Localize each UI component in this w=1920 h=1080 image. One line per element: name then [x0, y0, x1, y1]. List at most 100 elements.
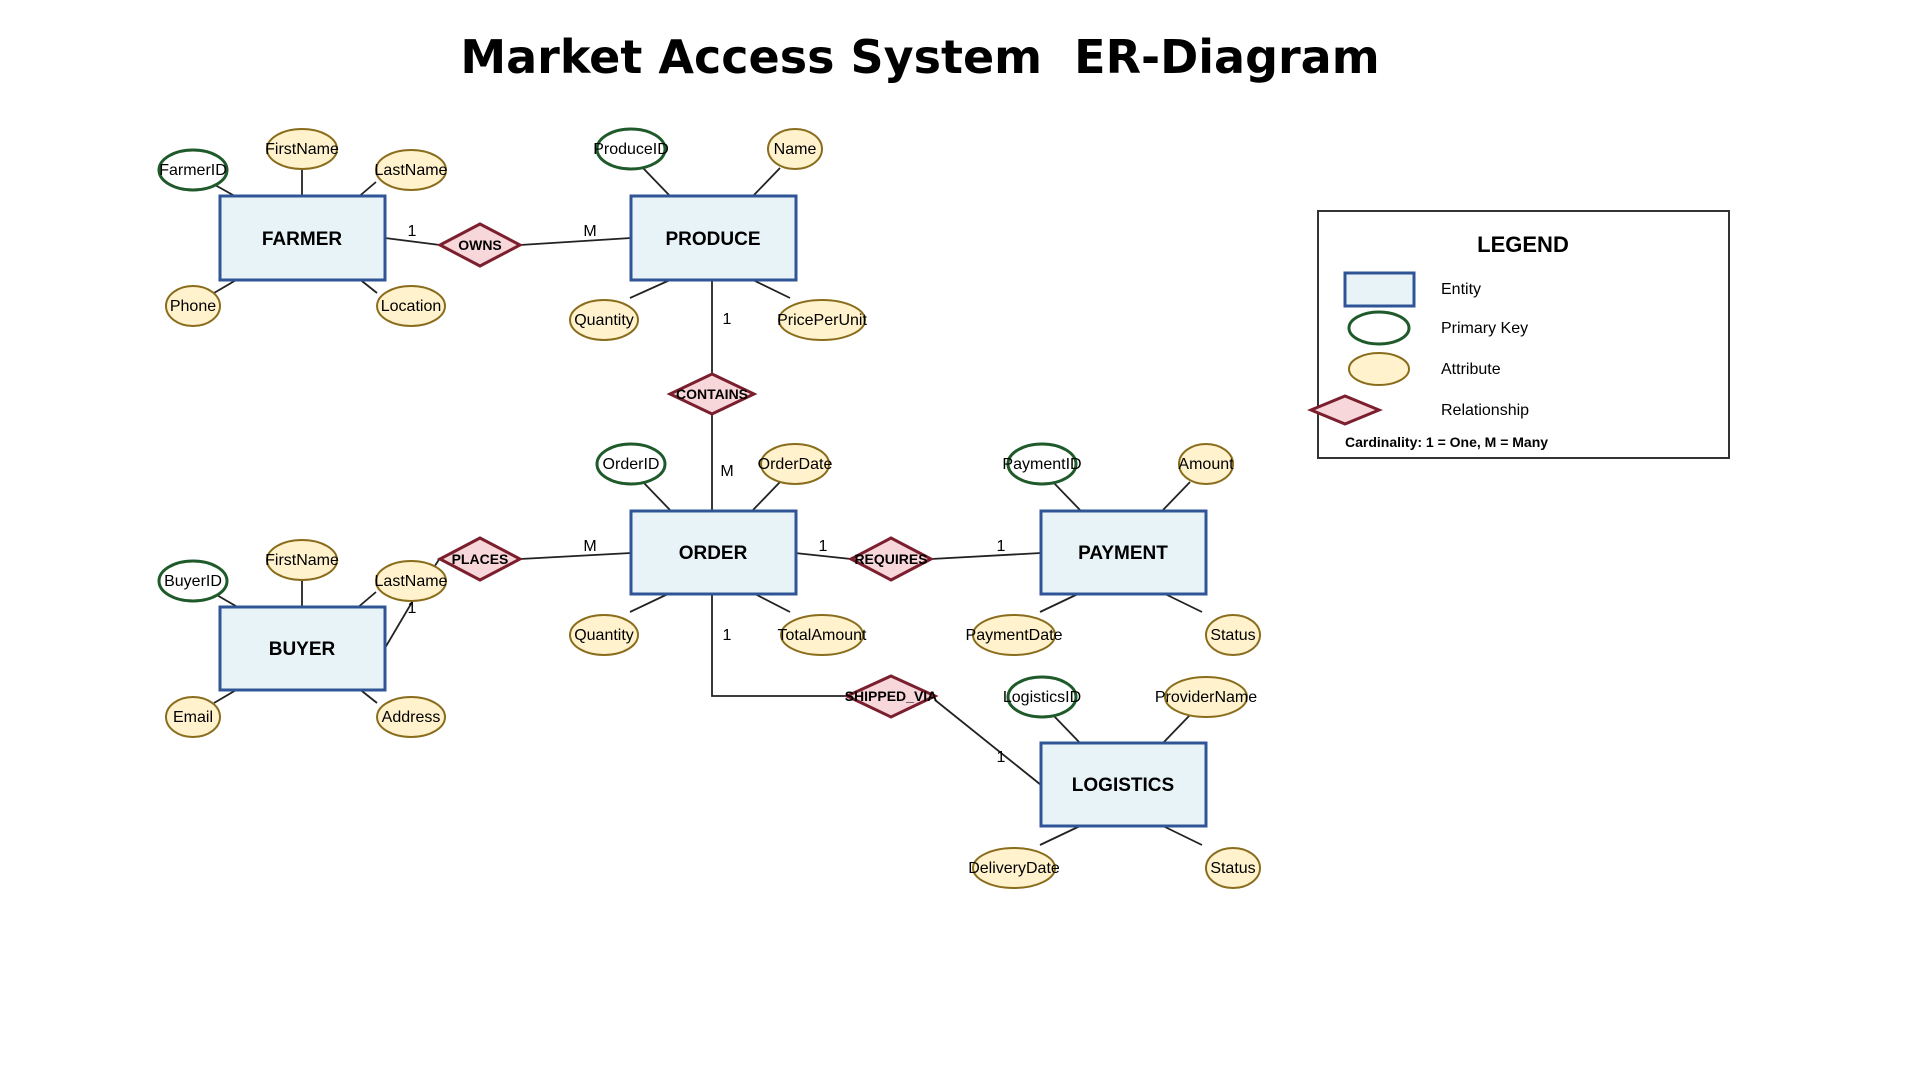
attribute-buyer-email[interactable]: Email	[165, 696, 221, 738]
attribute-label: FarmerID	[159, 162, 227, 179]
attribute-produce-name[interactable]: Name	[767, 128, 823, 170]
relationship-shipped-via[interactable]: SHIPPED_VIA	[843, 674, 939, 719]
attribute-payment-status[interactable]: Status	[1205, 614, 1261, 656]
attribute-farmer-firstname[interactable]: FirstName	[265, 128, 339, 170]
attribute-ellipse	[569, 299, 639, 341]
relationship-contains[interactable]: CONTAINS	[666, 372, 758, 416]
attribute-farmer-lastname[interactable]: LastName	[375, 149, 448, 191]
entity-label: PRODUCE	[665, 229, 760, 250]
attribute-farmer-phone[interactable]: Phone	[165, 285, 221, 327]
relationship-requires[interactable]: REQUIRES	[847, 536, 935, 582]
primary-key-ellipse	[595, 127, 667, 171]
relationship-label: PLACES	[452, 551, 509, 567]
connector-requires-payment	[930, 552, 1042, 560]
entity-box	[629, 194, 798, 282]
cardinality-shipped-order: 1	[723, 627, 732, 644]
attribute-order-orderdate[interactable]: OrderDate	[758, 443, 833, 485]
entity-box	[218, 194, 387, 282]
entity-buyer[interactable]: BUYER	[218, 605, 387, 692]
entity-produce[interactable]: PRODUCE	[629, 194, 798, 282]
entity-farmer[interactable]: FARMER	[218, 194, 387, 282]
cardinality-places-order: M	[583, 538, 596, 555]
attribute-ellipse	[375, 149, 447, 191]
attribute-label: Location	[381, 298, 442, 315]
connector-payment-paymentdate	[1039, 592, 1081, 613]
attribute-label: OrderDate	[758, 456, 833, 473]
attribute-payment-paymentid[interactable]: PaymentID	[1002, 442, 1082, 486]
attribute-buyer-address[interactable]: Address	[376, 696, 446, 738]
attribute-ellipse	[780, 614, 864, 656]
primary-key-ellipse	[595, 442, 667, 486]
attribute-ellipse	[1205, 614, 1261, 656]
connector-shipped-logistics	[934, 699, 1042, 786]
attribute-order-quantity[interactable]: Quantity	[569, 614, 639, 656]
primary-key-ellipse	[1006, 675, 1078, 719]
attribute-ellipse	[760, 443, 830, 485]
entity-payment[interactable]: PAYMENT	[1039, 509, 1208, 596]
attribute-label: OrderID	[603, 456, 660, 473]
connector-farmer-owns	[384, 237, 441, 246]
attribute-buyer-lastname[interactable]: LastName	[375, 560, 448, 602]
attribute-logistics-status[interactable]: Status	[1205, 847, 1261, 889]
connector-payment-paymentid	[1052, 481, 1081, 511]
attribute-order-orderid[interactable]: OrderID	[595, 442, 667, 486]
relationship-diamond	[666, 372, 758, 416]
cardinality-owns-farmer: 1	[408, 223, 417, 240]
relationship-owns[interactable]: OWNS	[436, 222, 524, 268]
attribute-label: LastName	[375, 162, 448, 179]
attribute-payment-paymentdate[interactable]: PaymentDate	[966, 614, 1063, 656]
connector-logistics-deliverydate	[1039, 825, 1081, 846]
connector-places-order	[519, 552, 632, 560]
connector-logistics-status	[1162, 825, 1203, 846]
connector-logistics-logisticsid	[1052, 714, 1081, 744]
entity-box	[629, 509, 798, 596]
attribute-ellipse	[266, 539, 338, 581]
attribute-label: Amount	[1178, 456, 1234, 473]
attribute-ellipse	[375, 560, 447, 602]
entity-label: PAYMENT	[1078, 543, 1168, 564]
connector-order-orderid	[642, 481, 671, 511]
primary-key-ellipse	[157, 559, 229, 603]
attribute-buyer-buyerid[interactable]: BuyerID	[157, 559, 229, 603]
connector-produce-pricePerUnit	[752, 279, 791, 299]
attribute-produce-pricePerUnit[interactable]: PricePerUnit	[777, 299, 867, 341]
attribute-produce-produceid[interactable]: ProduceID	[593, 127, 669, 171]
attribute-farmer-location[interactable]: Location	[376, 285, 446, 327]
attribute-produce-quantity[interactable]: Quantity	[569, 299, 639, 341]
legend-entity-swatch	[1343, 271, 1416, 308]
attribute-ellipse	[1205, 847, 1261, 889]
attribute-farmer-farmerid[interactable]: FarmerID	[157, 148, 229, 192]
attribute-label: ProduceID	[593, 141, 669, 158]
connector-payment-amount	[1162, 481, 1191, 511]
legend-primary-key-label: Primary Key	[1441, 320, 1528, 337]
attribute-label: DeliveryDate	[968, 860, 1060, 877]
attribute-logistics-providername[interactable]: ProviderName	[1155, 676, 1257, 718]
entity-label: FARMER	[262, 229, 343, 250]
attribute-logistics-deliverydate[interactable]: DeliveryDate	[968, 847, 1060, 889]
relationship-label: OWNS	[458, 237, 502, 253]
attribute-ellipse	[767, 128, 823, 170]
entity-box	[1039, 509, 1208, 596]
entity-order[interactable]: ORDER	[629, 509, 798, 596]
attribute-buyer-firstname[interactable]: FirstName	[265, 539, 339, 581]
attribute-label: Quantity	[574, 627, 634, 644]
attribute-ellipse	[972, 614, 1056, 656]
connector-produce-quantity	[629, 279, 671, 299]
connector-owns-produce	[519, 237, 632, 246]
attribute-ellipse	[376, 696, 446, 738]
attribute-logistics-logisticsid[interactable]: LogisticsID	[1003, 675, 1081, 719]
attribute-payment-amount[interactable]: Amount	[1178, 443, 1234, 485]
cardinality-requires-order: 1	[819, 538, 828, 555]
relationship-diamond	[436, 536, 524, 582]
attribute-order-totalamount[interactable]: TotalAmount	[778, 614, 867, 656]
relationship-diamond	[847, 536, 935, 582]
legend: LEGEND Entity Primary Key Attribute Rela…	[1307, 210, 1730, 459]
cardinality-shipped-logistics: 1	[997, 749, 1006, 766]
entity-logistics[interactable]: LOGISTICS	[1039, 741, 1208, 828]
relationship-places[interactable]: PLACES	[436, 536, 524, 582]
connector-order-orderdate	[752, 481, 781, 511]
legend-primary-key-swatch	[1347, 310, 1411, 346]
entity-box	[218, 605, 387, 692]
legend-attribute-label: Attribute	[1441, 361, 1501, 378]
cardinality-places-buyer: 1	[408, 600, 417, 617]
